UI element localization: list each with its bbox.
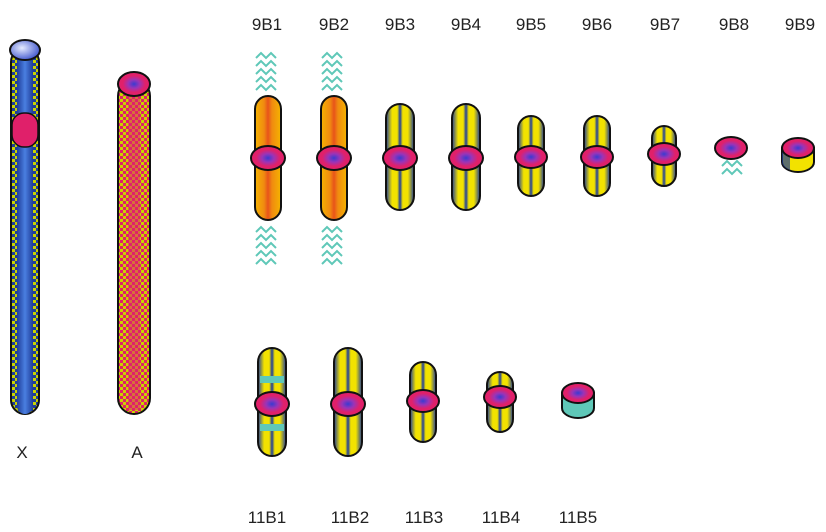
chromosome-11b2 bbox=[331, 348, 365, 456]
label-9b1: 9B1 bbox=[252, 15, 282, 34]
chromosome-9b6 bbox=[581, 116, 613, 196]
chromosome-11b5 bbox=[562, 383, 594, 418]
repeat-zigzag-bottom bbox=[322, 227, 342, 264]
label-9b5: 9B5 bbox=[516, 15, 546, 34]
chromosome-9b9 bbox=[782, 138, 814, 172]
chromosome-9b1 bbox=[251, 53, 285, 264]
chromosome-9b8 bbox=[715, 137, 747, 174]
label-9b4: 9B4 bbox=[451, 15, 481, 34]
label-11b1: 11B1 bbox=[248, 508, 286, 527]
chromosome-9b3 bbox=[383, 104, 417, 210]
repeat-zigzag-top bbox=[256, 53, 276, 90]
chromosome-a bbox=[118, 72, 150, 414]
chromosome-9b5 bbox=[515, 116, 547, 196]
label-x: X bbox=[16, 443, 27, 462]
label-9b8: 9B8 bbox=[719, 15, 749, 34]
chromosome-9b7 bbox=[648, 126, 680, 186]
repeat-zigzag-bottom bbox=[722, 161, 742, 174]
repeat-zigzag-top bbox=[322, 53, 342, 90]
label-a: A bbox=[131, 443, 143, 462]
label-9b6: 9B6 bbox=[582, 15, 612, 34]
chromosome-9b4 bbox=[449, 104, 483, 210]
chromosome-11b1 bbox=[255, 348, 289, 456]
label-9b7: 9B7 bbox=[650, 15, 680, 34]
label-11b4: 11B4 bbox=[482, 508, 520, 527]
label-9b9: 9B9 bbox=[785, 15, 815, 34]
label-9b3: 9B3 bbox=[385, 15, 415, 34]
repeat-zigzag-bottom bbox=[256, 227, 276, 264]
label-11b3: 11B3 bbox=[405, 508, 443, 527]
label-9b2: 9B2 bbox=[319, 15, 349, 34]
label-11b5: 11B5 bbox=[559, 508, 597, 527]
chromosome-x bbox=[10, 40, 40, 414]
chromosome-9b2 bbox=[317, 53, 351, 264]
label-11b2: 11B2 bbox=[331, 508, 369, 527]
chromosome-11b4 bbox=[484, 372, 516, 432]
chromosome-11b3 bbox=[407, 362, 439, 442]
